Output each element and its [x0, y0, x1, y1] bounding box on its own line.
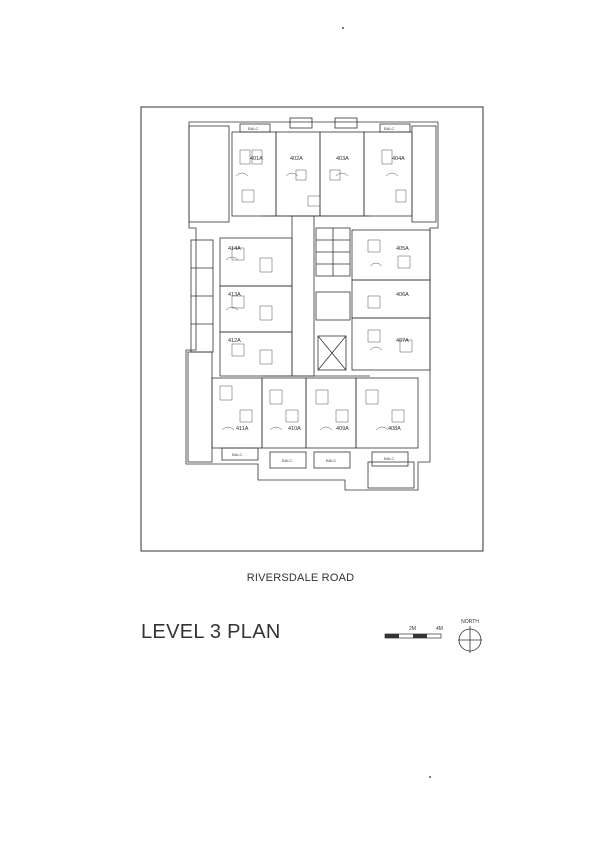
scan-speck: [429, 776, 431, 778]
building-outline: [185, 121, 439, 491]
unit-label: 402A: [290, 156, 303, 162]
unit-label: 410A: [288, 426, 301, 432]
unit-label: 408A: [388, 426, 401, 432]
unit-label: 411A: [236, 426, 249, 432]
plan-title: LEVEL 3 PLAN: [141, 621, 281, 643]
unit-label: 409A: [336, 426, 349, 432]
balcony-label: BALC: [326, 458, 337, 463]
balcony-label: BALC: [282, 458, 293, 463]
balcony-label: BALC: [248, 126, 259, 131]
corridor: [291, 215, 315, 377]
scale-mark-2m: 2M: [409, 626, 416, 632]
north-label: NORTH: [461, 619, 479, 625]
unit-label: 405A: [396, 246, 409, 252]
unit-label: 407A: [396, 338, 409, 344]
scale-bar: 2M 4M: [383, 626, 443, 646]
unit-label: 401A: [250, 156, 263, 162]
unit-label: 403A: [336, 156, 349, 162]
north-arrow: NORTH: [455, 619, 485, 655]
lift: [317, 335, 347, 371]
unit-label: 413A: [228, 292, 241, 298]
balcony-label: BALC: [232, 452, 243, 457]
unit-label: 404A: [392, 156, 405, 162]
balcony-label: BALC: [384, 126, 395, 131]
balcony-label: BALC: [384, 456, 395, 461]
scale-bar-graphic: [384, 633, 442, 639]
compass-icon: [458, 626, 482, 653]
scan-speck: [342, 27, 344, 29]
road-label: RIVERSDALE ROAD: [246, 572, 355, 584]
unit-label: 412A: [228, 338, 241, 344]
scale-mark-4m: 4M: [436, 626, 443, 632]
unit-label: 406A: [396, 292, 409, 298]
unit-label: 414A: [228, 246, 241, 252]
site-boundary: [140, 106, 484, 552]
